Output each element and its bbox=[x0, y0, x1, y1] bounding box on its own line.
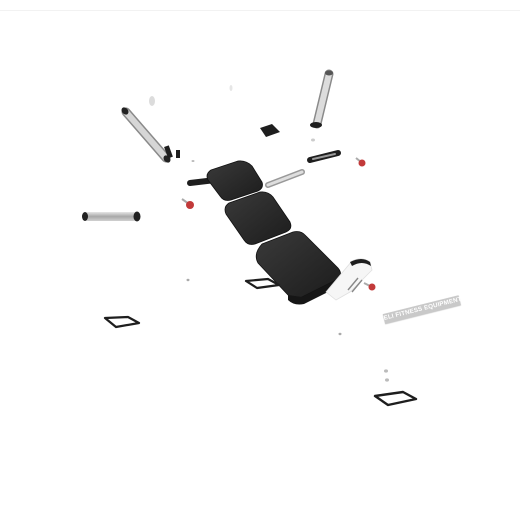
clip-left bbox=[164, 145, 180, 159]
foot-pad-right bbox=[373, 390, 418, 407]
axle-center bbox=[265, 169, 305, 188]
washer bbox=[149, 96, 155, 106]
wedge-part bbox=[260, 124, 280, 137]
adjust-knob-left bbox=[181, 198, 194, 209]
foot-pad-center bbox=[244, 277, 281, 290]
seat-pad bbox=[255, 231, 341, 305]
seat-bracket bbox=[325, 258, 373, 301]
foot-pad-left bbox=[103, 315, 141, 329]
head-pad bbox=[206, 160, 263, 201]
adjust-knob-right bbox=[355, 157, 366, 167]
roller-left bbox=[82, 211, 141, 222]
axle-right bbox=[307, 150, 341, 163]
divider bbox=[0, 10, 520, 11]
roller-upper-left bbox=[121, 107, 171, 163]
back-pad bbox=[224, 191, 292, 245]
roller-upper-right bbox=[310, 69, 334, 129]
adjust-knob-seat bbox=[363, 282, 376, 291]
